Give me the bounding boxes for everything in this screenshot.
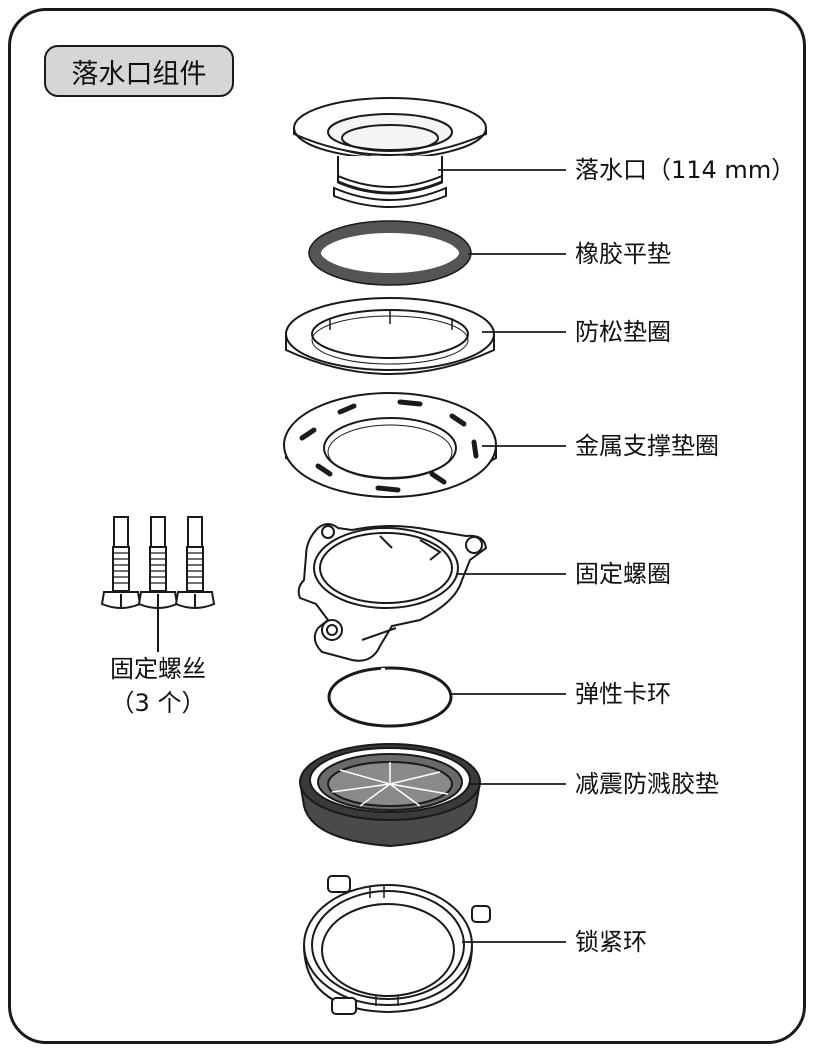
label-splash-guard: 减震防溅胶垫 <box>575 770 719 798</box>
label-metal-backup-ring: 金属支撑垫圈 <box>575 432 719 460</box>
label-lock-ring: 锁紧环 <box>575 928 647 956</box>
sink-flange-illustration <box>293 97 487 208</box>
metal-backup-ring-illustration <box>283 392 497 498</box>
screw-3 <box>174 516 216 609</box>
label-mounting-ring: 固定螺圈 <box>575 560 671 588</box>
lock-ring-illustration <box>303 875 491 1015</box>
leader-lines <box>438 169 566 943</box>
screw-2 <box>137 516 179 609</box>
label-sink-flange: 落水口（114 mm） <box>575 156 796 184</box>
screws-illustration <box>100 516 216 652</box>
page-title: 落水口组件 <box>71 58 207 90</box>
label-anti-loose-washer: 防松垫圈 <box>575 318 671 346</box>
snap-ring-illustration <box>327 666 453 728</box>
screws-label-count: （3 个） <box>110 689 206 717</box>
rubber-gasket-illustration <box>308 220 472 286</box>
title-box: 落水口组件 <box>44 45 234 97</box>
anti-loose-washer-illustration <box>285 297 495 375</box>
label-rubber-gasket: 橡胶平垫 <box>575 240 671 268</box>
mounting-ring-illustration <box>297 523 488 662</box>
label-snap-ring: 弹性卡环 <box>575 680 671 708</box>
screws-label-name: 固定螺丝 <box>110 655 206 683</box>
screw-1 <box>100 516 142 609</box>
splash-guard-illustration <box>299 743 481 848</box>
screws-label: 固定螺丝 （3 个） <box>98 652 218 720</box>
